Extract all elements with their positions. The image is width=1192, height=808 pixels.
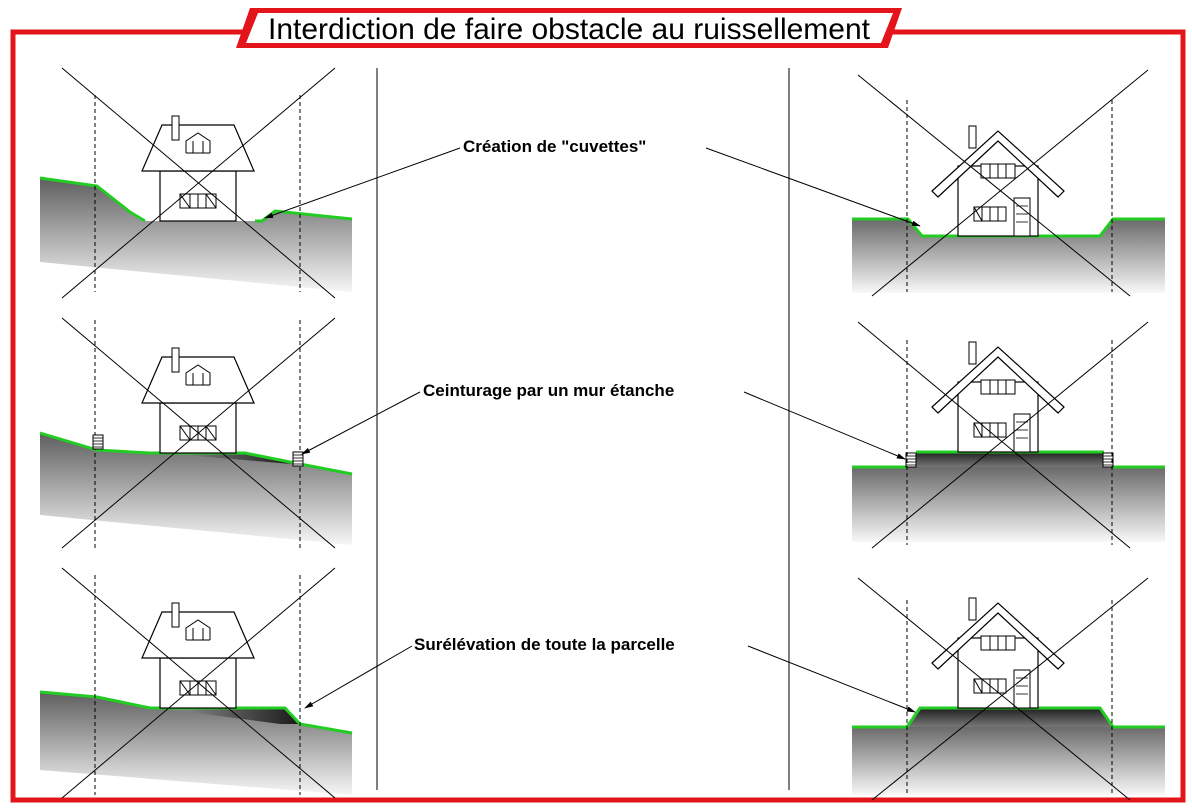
cross-line — [857, 321, 1131, 549]
cross-line — [857, 74, 1131, 297]
panel-right-raised — [852, 577, 1165, 801]
leader-arrow — [304, 645, 413, 709]
cross-line — [61, 67, 336, 299]
cross-line — [61, 317, 336, 549]
panel-left-cuvette — [39, 67, 353, 299]
cross-line — [871, 69, 1149, 297]
label-surelevation: Surélévation de toute la parcelle — [414, 635, 675, 654]
house — [931, 597, 1065, 709]
label-ceinturage: Ceinturage par un mur étanche — [423, 381, 674, 400]
leader-arrow — [747, 645, 916, 713]
enclosed-fill — [916, 452, 1104, 467]
ground — [40, 178, 352, 292]
house — [931, 341, 1065, 453]
wall-block — [292, 451, 304, 467]
label-cuvettes: Création de "cuvettes" — [463, 137, 646, 156]
cross-line — [61, 567, 336, 799]
panel-right-wall — [852, 321, 1165, 549]
ground — [852, 467, 1165, 542]
cross-line — [857, 577, 1131, 801]
panel-left-raised — [39, 567, 353, 799]
cross-line — [871, 321, 1149, 549]
house — [141, 602, 255, 709]
raised-fill — [907, 708, 1113, 727]
wall-block — [92, 434, 104, 450]
house — [931, 125, 1065, 237]
ground — [852, 727, 1165, 795]
leader-arrow — [743, 391, 906, 460]
callout-surelevation: Surélévation de toute la parcelle — [304, 635, 916, 713]
panel-right-cuvette — [852, 69, 1165, 297]
raised-fill — [160, 708, 300, 724]
callout-ceinturage: Ceinturage par un mur étanche — [301, 381, 906, 460]
retention-wedge — [160, 453, 292, 464]
cross-line — [871, 577, 1149, 801]
leader-arrow — [301, 391, 421, 455]
callout-cuvettes: Création de "cuvettes" — [264, 137, 921, 227]
panel-left-wall — [39, 317, 353, 549]
leader-arrow — [264, 147, 461, 219]
title-tag: Interdiction de faire obstacle au ruisse… — [236, 8, 902, 48]
leader-arrow — [705, 147, 921, 227]
page-title: Interdiction de faire obstacle au ruisse… — [268, 13, 871, 46]
house — [141, 115, 255, 222]
